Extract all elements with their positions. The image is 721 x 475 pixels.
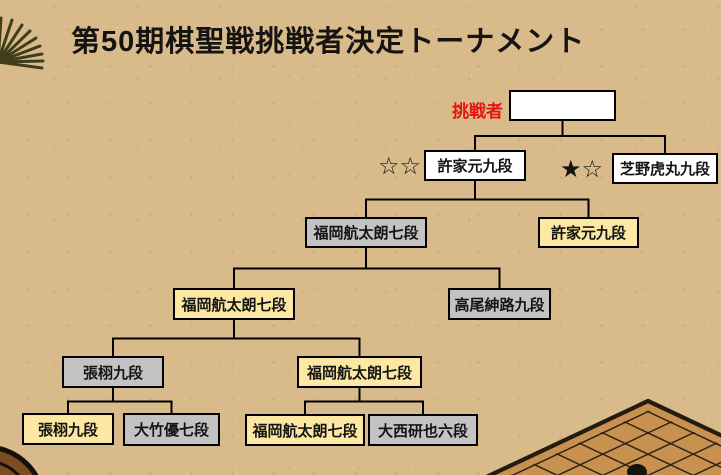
page-title: 第50期棋聖戦挑戦者決定トーナメント [71,26,586,58]
semifinal-left-box: 福岡航太朗七段 [305,217,427,248]
round1-box-a: 張栩九段 [22,413,114,445]
semifinal-right-box: 許家元九段 [538,217,639,248]
finalist-left-box: 許家元九段 [424,150,526,181]
round2-left-box: 張栩九段 [62,356,164,388]
round2-right-box: 福岡航太朗七段 [297,356,422,388]
go-stone-decoration [627,464,647,475]
palm-leaf-decoration [0,16,45,70]
champion-box [509,90,616,121]
quarterfinal-right-box: 高尾紳路九段 [448,288,551,320]
round1-box-c: 福岡航太朗七段 [245,414,365,446]
final-left-score-stars: ☆☆ [378,152,422,180]
quarterfinal-left-box: 福岡航太朗七段 [173,288,295,320]
stone-bowl-decoration [0,446,39,475]
finalist-right-box: 芝野虎丸九段 [612,153,718,184]
round1-box-d: 大西研也六段 [368,414,478,446]
final-right-score-stars: ★☆ [560,155,604,183]
challenger-label: 挑戦者 [452,102,503,121]
round1-box-b: 大竹優七段 [123,413,220,446]
